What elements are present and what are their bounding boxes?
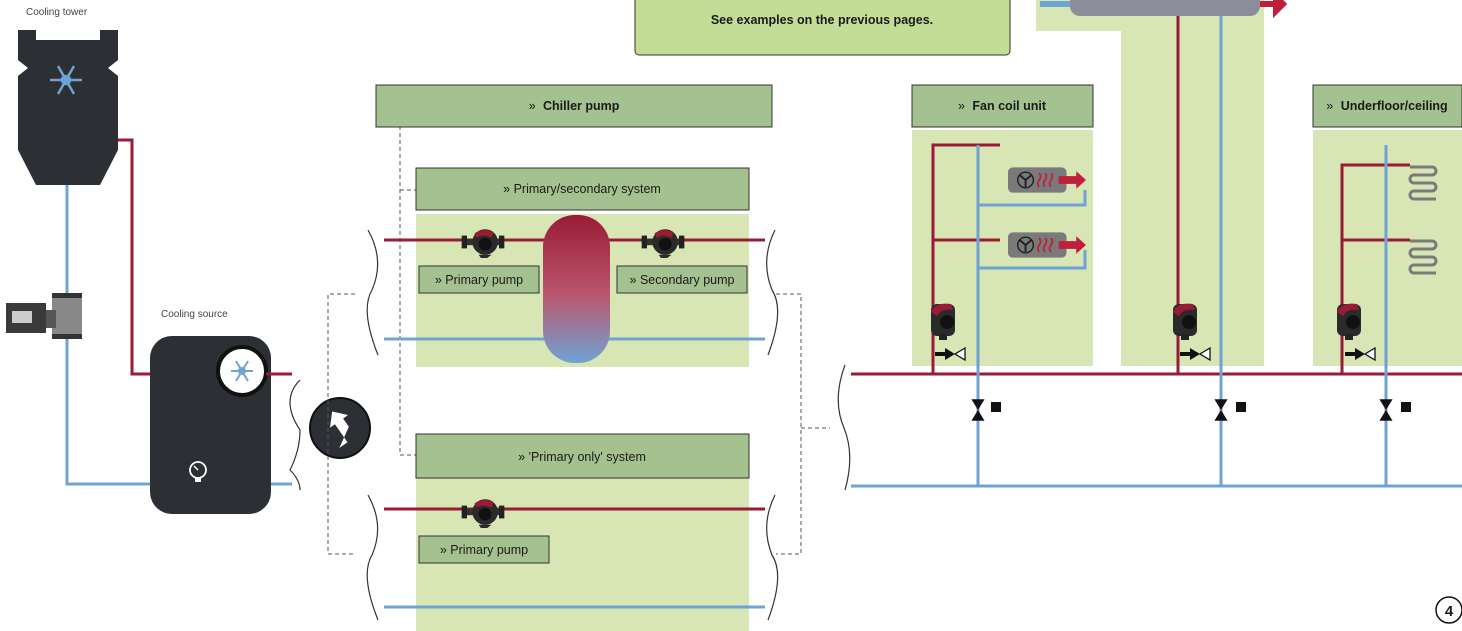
motorized-valve-icon-1 — [971, 399, 985, 421]
page-number-badge — [1435, 596, 1462, 624]
chiller-pump-prefix: » — [529, 99, 536, 113]
motorized-valve-icon-2 — [1214, 399, 1228, 421]
ahu-unit — [1070, 0, 1260, 16]
note-box — [634, 0, 1011, 56]
motorized-valve-icon-3 — [1379, 399, 1393, 421]
system-braces — [366, 229, 851, 621]
fan-coil-label: Fan coil unit — [972, 99, 1046, 113]
chiller-pump-box — [375, 84, 773, 128]
motor-badge-3: M — [1403, 406, 1409, 413]
primary-only-box — [415, 433, 750, 479]
primary-pump-box — [418, 265, 540, 294]
svg-text:» Chiller pump: » Chiller pump — [529, 99, 620, 113]
snowflake-icon — [231, 360, 253, 382]
underfloor-box — [1312, 84, 1462, 128]
tower-pump-icon — [6, 293, 82, 339]
dashed-connectors — [327, 126, 830, 555]
underfloor-pump-icon — [1337, 303, 1361, 340]
primary-pump-label-2: » Primary pump — [440, 543, 528, 557]
page-number: 4 — [1445, 603, 1454, 620]
tower-return-pipe — [65, 185, 150, 486]
fan-coil-box — [911, 84, 1094, 128]
cooling-tower-body — [18, 30, 118, 185]
tower-supply-pipe — [118, 138, 150, 376]
brace-left — [289, 379, 301, 491]
ahu-pump-icon — [1173, 303, 1197, 340]
chiller-pump-label: Chiller pump — [543, 99, 620, 113]
see-examples-text: See examples on the previous pages. — [711, 13, 933, 27]
snowflake-icon — [50, 65, 82, 95]
primary-only-label: » 'Primary only' system — [518, 450, 646, 464]
cooling-tower-label: Cooling tower — [26, 7, 88, 18]
buffer-tank — [543, 215, 610, 363]
primary-pump-label: » Primary pump — [435, 273, 523, 287]
primary-secondary-label: » Primary/secondary system — [503, 182, 661, 196]
gauge-icon — [189, 461, 207, 482]
secondary-pump-box — [616, 265, 748, 294]
underfloor-label: Underfloor/ceiling — [1341, 99, 1448, 113]
underfloor-prefix: » — [1326, 99, 1333, 113]
fan-coil-pump-icon — [931, 303, 955, 340]
primary-secondary-box — [415, 167, 750, 211]
secondary-pump-label: » Secondary pump — [630, 273, 735, 287]
fan-coil-prefix: » — [958, 99, 965, 113]
cooling-source-label: Cooling source — [161, 309, 228, 320]
motor-badge-2: M — [1238, 406, 1244, 413]
svg-text:» Fan coil unit: » Fan coil unit — [958, 99, 1047, 113]
motor-badge-1: M — [993, 406, 999, 413]
primary-pump-box-2 — [418, 535, 550, 564]
svg-text:» Underfloor/ceiling: » Underfloor/ceiling — [1326, 99, 1447, 113]
